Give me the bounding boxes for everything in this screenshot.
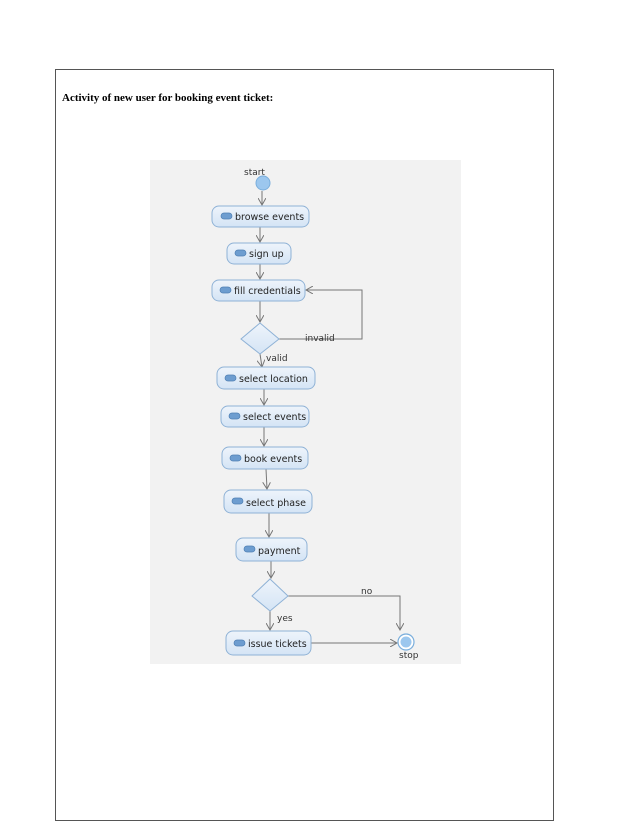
svg-text:book events: book events [244,454,302,465]
guard-valid: valid [266,354,288,364]
edge-invalid-loop [279,290,363,340]
guard-yes: yes [277,614,293,624]
action-book-events: book events [221,446,309,470]
action-icon [220,212,233,220]
decision-payment [251,578,289,612]
svg-text:select location: select location [239,374,308,385]
action-select-events: select events [220,405,310,428]
action-issue-tickets: issue tickets [225,630,312,656]
action-icon [228,412,241,420]
section-heading: Activity of new user for booking event t… [62,92,274,104]
svg-text:issue tickets: issue tickets [248,639,307,650]
action-fill-credentials: fill credentials [211,279,306,302]
action-icon [219,286,232,294]
guard-no: no [361,587,373,597]
action-sign-up: sign up [226,242,292,265]
action-select-phase: select phase [223,489,313,514]
stop-node [397,633,415,651]
start-node [255,175,271,191]
page-frame [55,69,554,821]
action-icon [224,374,237,382]
edge-no-stop [286,595,400,630]
svg-text:select events: select events [243,412,306,423]
svg-text:sign up: sign up [249,249,284,260]
stop-label: stop [399,651,419,661]
action-payment: payment [235,537,308,562]
edge-book-phase [266,468,267,489]
edge-valid-location [260,353,262,367]
action-icon [229,454,242,462]
action-icon [243,545,256,553]
action-select-location: select location [216,366,316,390]
action-browse-events: browse events [211,205,310,228]
svg-text:browse events: browse events [235,212,304,223]
svg-text:fill credentials: fill credentials [234,286,301,297]
action-icon [231,497,244,505]
svg-text:payment: payment [258,546,301,557]
edges [260,191,400,643]
start-label: start [244,168,265,178]
action-icon [233,639,246,647]
action-icon [234,249,247,257]
decision-credentials [240,322,280,355]
svg-text:select phase: select phase [246,498,306,509]
guard-invalid: invalid [305,334,335,344]
